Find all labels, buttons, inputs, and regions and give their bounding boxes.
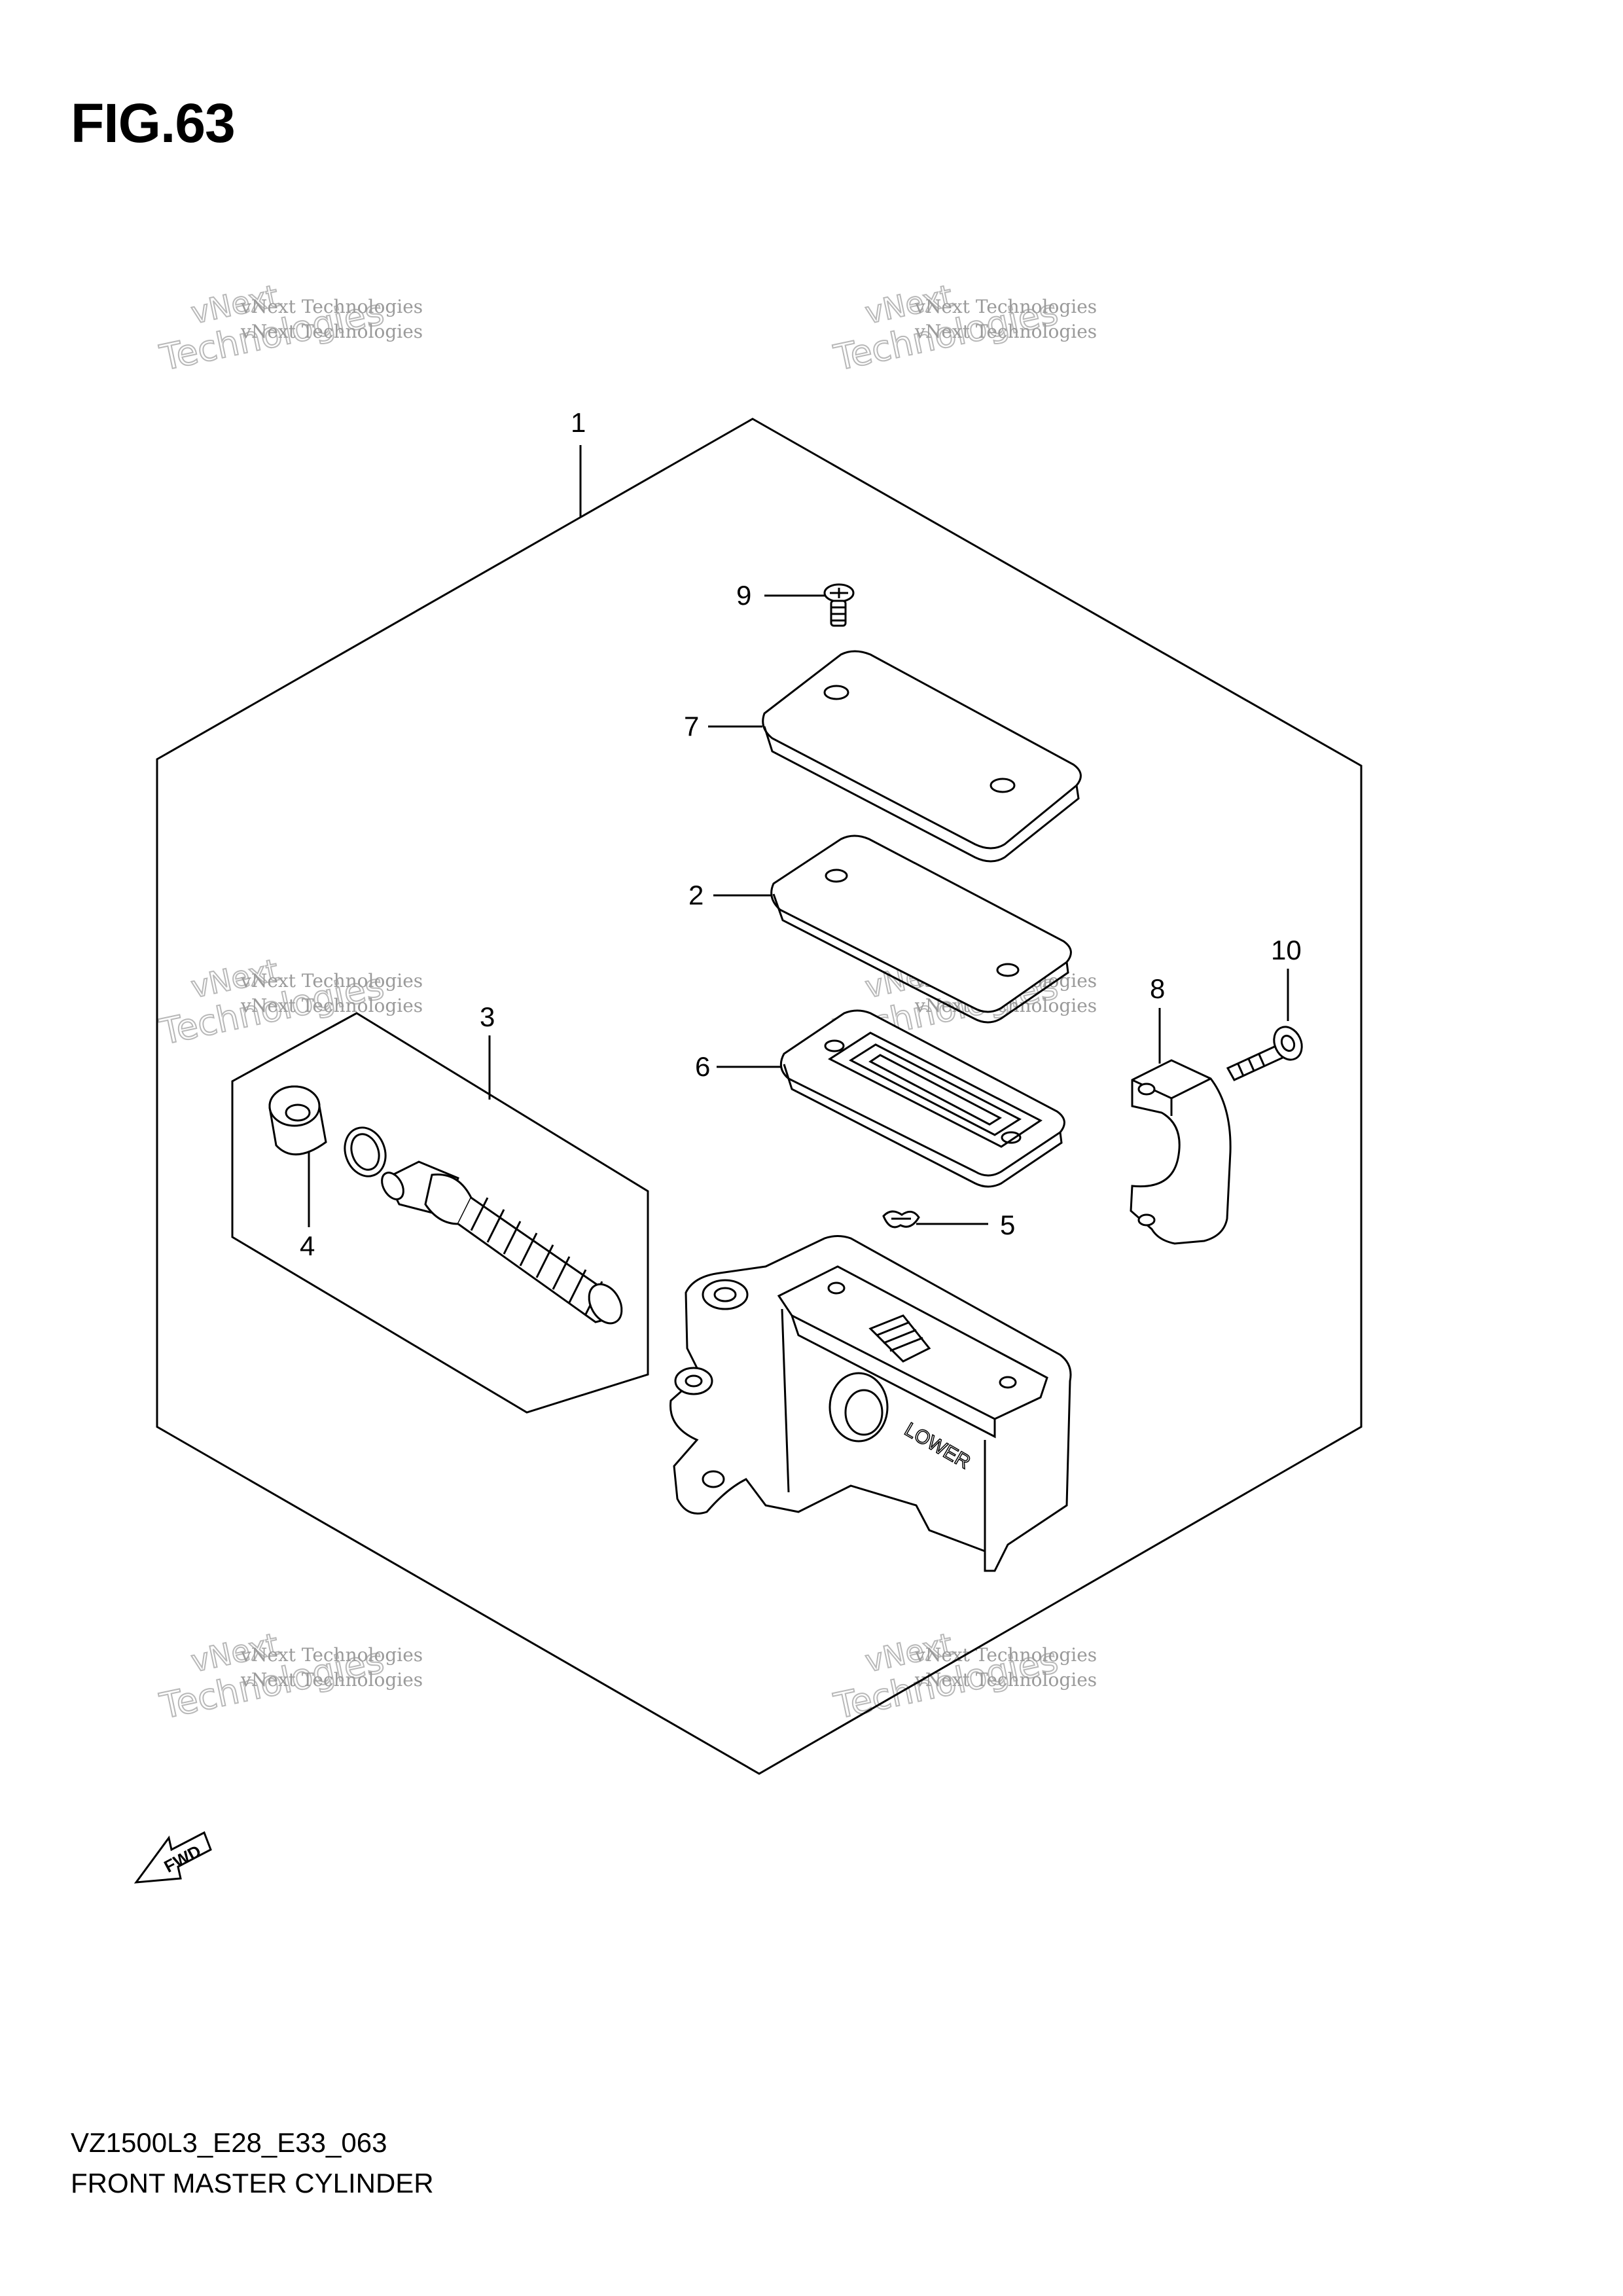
retaining-clip-part [882, 1210, 920, 1229]
cap-screw-part [823, 583, 855, 627]
dust-boot-part [268, 1085, 327, 1156]
callout-10: 10 [1271, 935, 1302, 965]
callout-6: 6 [695, 1051, 710, 1082]
clamp-bolt-part [1226, 1026, 1303, 1081]
callout-2: 2 [688, 880, 704, 910]
callout-9: 9 [736, 580, 751, 611]
callouts: 1 9 7 2 6 5 8 10 3 4 [300, 407, 1302, 1261]
holder-clamp-part [1130, 1059, 1232, 1245]
watermark-small: vNext Technologies [240, 321, 423, 342]
callout-1: 1 [571, 407, 586, 438]
watermark: vNext Technologies [156, 278, 388, 380]
watermark-small: vNext Technologies [240, 296, 423, 317]
footer-model-code: VZ1500L3_E28_E33_063 [71, 2127, 387, 2158]
figure-title: FIG.63 [71, 92, 236, 154]
watermark-small: vNext Technologies [914, 1644, 1097, 1666]
master-cylinder-body-part: LOWER [669, 1235, 1072, 1572]
watermark: vNext Technologies [156, 1626, 388, 1728]
fwd-arrow: FWD [134, 1831, 212, 1884]
callout-8: 8 [1150, 973, 1165, 1004]
watermark-small: vNext Technologies [240, 1669, 423, 1691]
watermark-small: vNext Technologies [240, 1644, 423, 1666]
callout-5: 5 [1000, 1210, 1015, 1240]
diaphragm-plate-part [770, 834, 1072, 1024]
piston-spring-part [381, 1160, 623, 1325]
watermark-small: vNext Technologies [240, 970, 423, 992]
callout-3: 3 [480, 1001, 495, 1032]
callout-4: 4 [300, 1230, 315, 1261]
circlip-part [344, 1126, 387, 1177]
watermark: vNext Technologies [156, 952, 388, 1054]
callout-7: 7 [684, 711, 699, 742]
watermark-small: vNext Technologies [914, 296, 1097, 317]
assembly-outline [156, 418, 1363, 1775]
footer-figure-name: FRONT MASTER CYLINDER [71, 2168, 434, 2198]
watermark: vNext Technologies [830, 1626, 1062, 1728]
diaphragm-part [779, 1009, 1065, 1188]
watermark-small: vNext Technologies [240, 995, 423, 1016]
leader-lines [308, 445, 1289, 1227]
watermark-small: vNext Technologies [914, 1669, 1097, 1691]
reservoir-cap-part [762, 650, 1082, 863]
watermark: vNext Technologies [830, 278, 1062, 380]
watermark-small: vNext Technologies [914, 321, 1097, 342]
piston-kit-outline [231, 1012, 649, 1414]
